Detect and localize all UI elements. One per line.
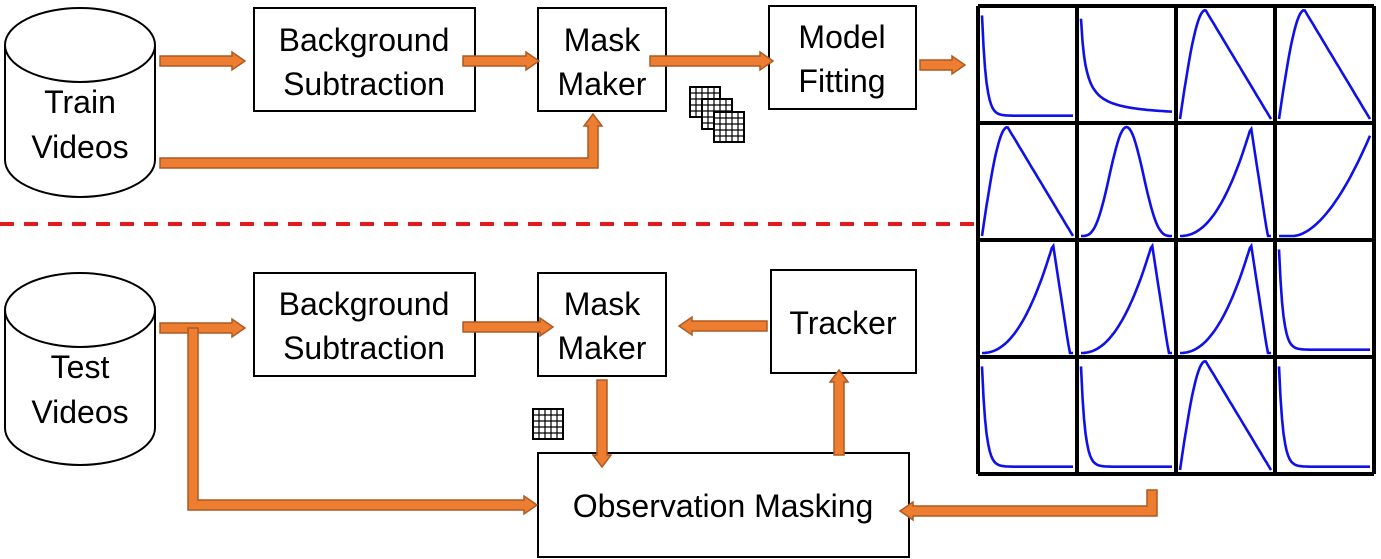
model-fitting-label-line1: Model: [798, 19, 885, 55]
model-curve-cell: [1275, 240, 1374, 357]
arrow-bgsub-to-maskmaker: [462, 50, 541, 72]
arrow-test-to-bgsub: [159, 317, 247, 339]
model-curve-cell: [1176, 240, 1275, 357]
arrow-tracker-to-maskmaker: [677, 315, 768, 337]
distribution-curve: [1180, 242, 1271, 355]
distribution-curve: [980, 15, 1073, 117]
test-videos-label-line2: Videos: [31, 394, 128, 430]
distribution-curve: [1178, 359, 1273, 471]
test-mask-maker-label-line1: Mask: [564, 286, 641, 322]
model-curve-cell: [1275, 6, 1374, 123]
observation-masking-label: Observation Masking: [573, 488, 874, 524]
model-curve-cell: [978, 357, 1077, 474]
model-curve-cell: [1077, 240, 1176, 357]
arrow-test-videos-to-observation-masking: [187, 327, 539, 516]
model-curve-cell: [1176, 357, 1275, 474]
distribution-curve: [1079, 18, 1173, 113]
model-curve-cell: [1077, 6, 1176, 123]
tracker-box: Tracker: [770, 269, 917, 374]
model-curve-grid: [976, 4, 1376, 476]
grid-icon: [532, 408, 564, 440]
test-videos-label-line1: Test: [51, 349, 110, 385]
train-mask-maker-label-line2: Maker: [558, 66, 647, 102]
observation-masking-box: Observation Masking: [537, 452, 910, 558]
model-curve-cell: [1077, 123, 1176, 240]
arrow-observation-masking-to-tracker: [828, 368, 850, 456]
train-mask-maker-box: Mask Maker: [537, 7, 667, 112]
distribution-curve: [980, 366, 1073, 468]
test-background-subtraction-label-line2: Subtraction: [283, 330, 445, 366]
model-curve-cell: [1176, 6, 1275, 123]
model-curve-cell: [1077, 357, 1176, 474]
arrow-modelfitting-to-grid: [919, 54, 967, 76]
distribution-curve: [982, 242, 1073, 355]
train-background-subtraction-box: Background Subtraction: [253, 7, 476, 112]
train-background-subtraction-label-line2: Subtraction: [283, 66, 445, 102]
grid-icon-tile: [532, 408, 564, 440]
train-mask-maker-label-line1: Mask: [564, 22, 641, 58]
distribution-curve: [1180, 125, 1271, 238]
arrow-train-to-bgsub: [159, 50, 247, 72]
arrow-bgsub-to-test-maskmaker: [462, 316, 555, 338]
arrow-train-videos-to-maskmaker: [159, 112, 604, 169]
distribution-curve: [1079, 366, 1172, 468]
tracker-label: Tracker: [789, 305, 897, 341]
test-videos-database: Test Videos: [4, 272, 156, 466]
test-background-subtraction-box: Background Subtraction: [253, 272, 476, 377]
test-mask-maker-box: Mask Maker: [537, 272, 667, 377]
distribution-curve: [1081, 125, 1172, 238]
distribution-curve: [980, 125, 1075, 237]
model-curve-cell: [1275, 357, 1374, 474]
distribution-curve: [1277, 8, 1372, 120]
grid-stack-icon: [689, 86, 745, 143]
arrow-grid-to-observation-masking: [898, 489, 1158, 522]
train-videos-database: Train Videos: [4, 7, 156, 198]
distribution-curve: [1081, 242, 1172, 355]
grid-icon-tile: [713, 111, 745, 143]
train-background-subtraction-label-line1: Background: [279, 22, 450, 58]
distribution-curve: [1277, 249, 1370, 351]
arrow-maskmaker-to-modelfitting: [649, 50, 775, 72]
arrow-maskmaker-to-observation-masking: [591, 379, 613, 469]
distribution-curve: [1279, 135, 1372, 238]
model-curve-cell: [978, 123, 1077, 240]
distribution-curve: [1178, 8, 1273, 120]
model-fitting-label-line2: Fitting: [798, 63, 885, 99]
model-curve-cell: [978, 6, 1077, 123]
model-curve-cell: [978, 240, 1077, 357]
train-videos-label-line2: Videos: [31, 129, 128, 165]
test-background-subtraction-label-line1: Background: [279, 286, 450, 322]
model-curve-cell: [1176, 123, 1275, 240]
model-fitting-box: Model Fitting: [768, 5, 917, 110]
test-mask-maker-label-line2: Maker: [558, 330, 647, 366]
model-curve-cell: [1275, 123, 1374, 240]
train-videos-label-line1: Train: [44, 84, 116, 120]
distribution-curve: [1277, 366, 1370, 468]
